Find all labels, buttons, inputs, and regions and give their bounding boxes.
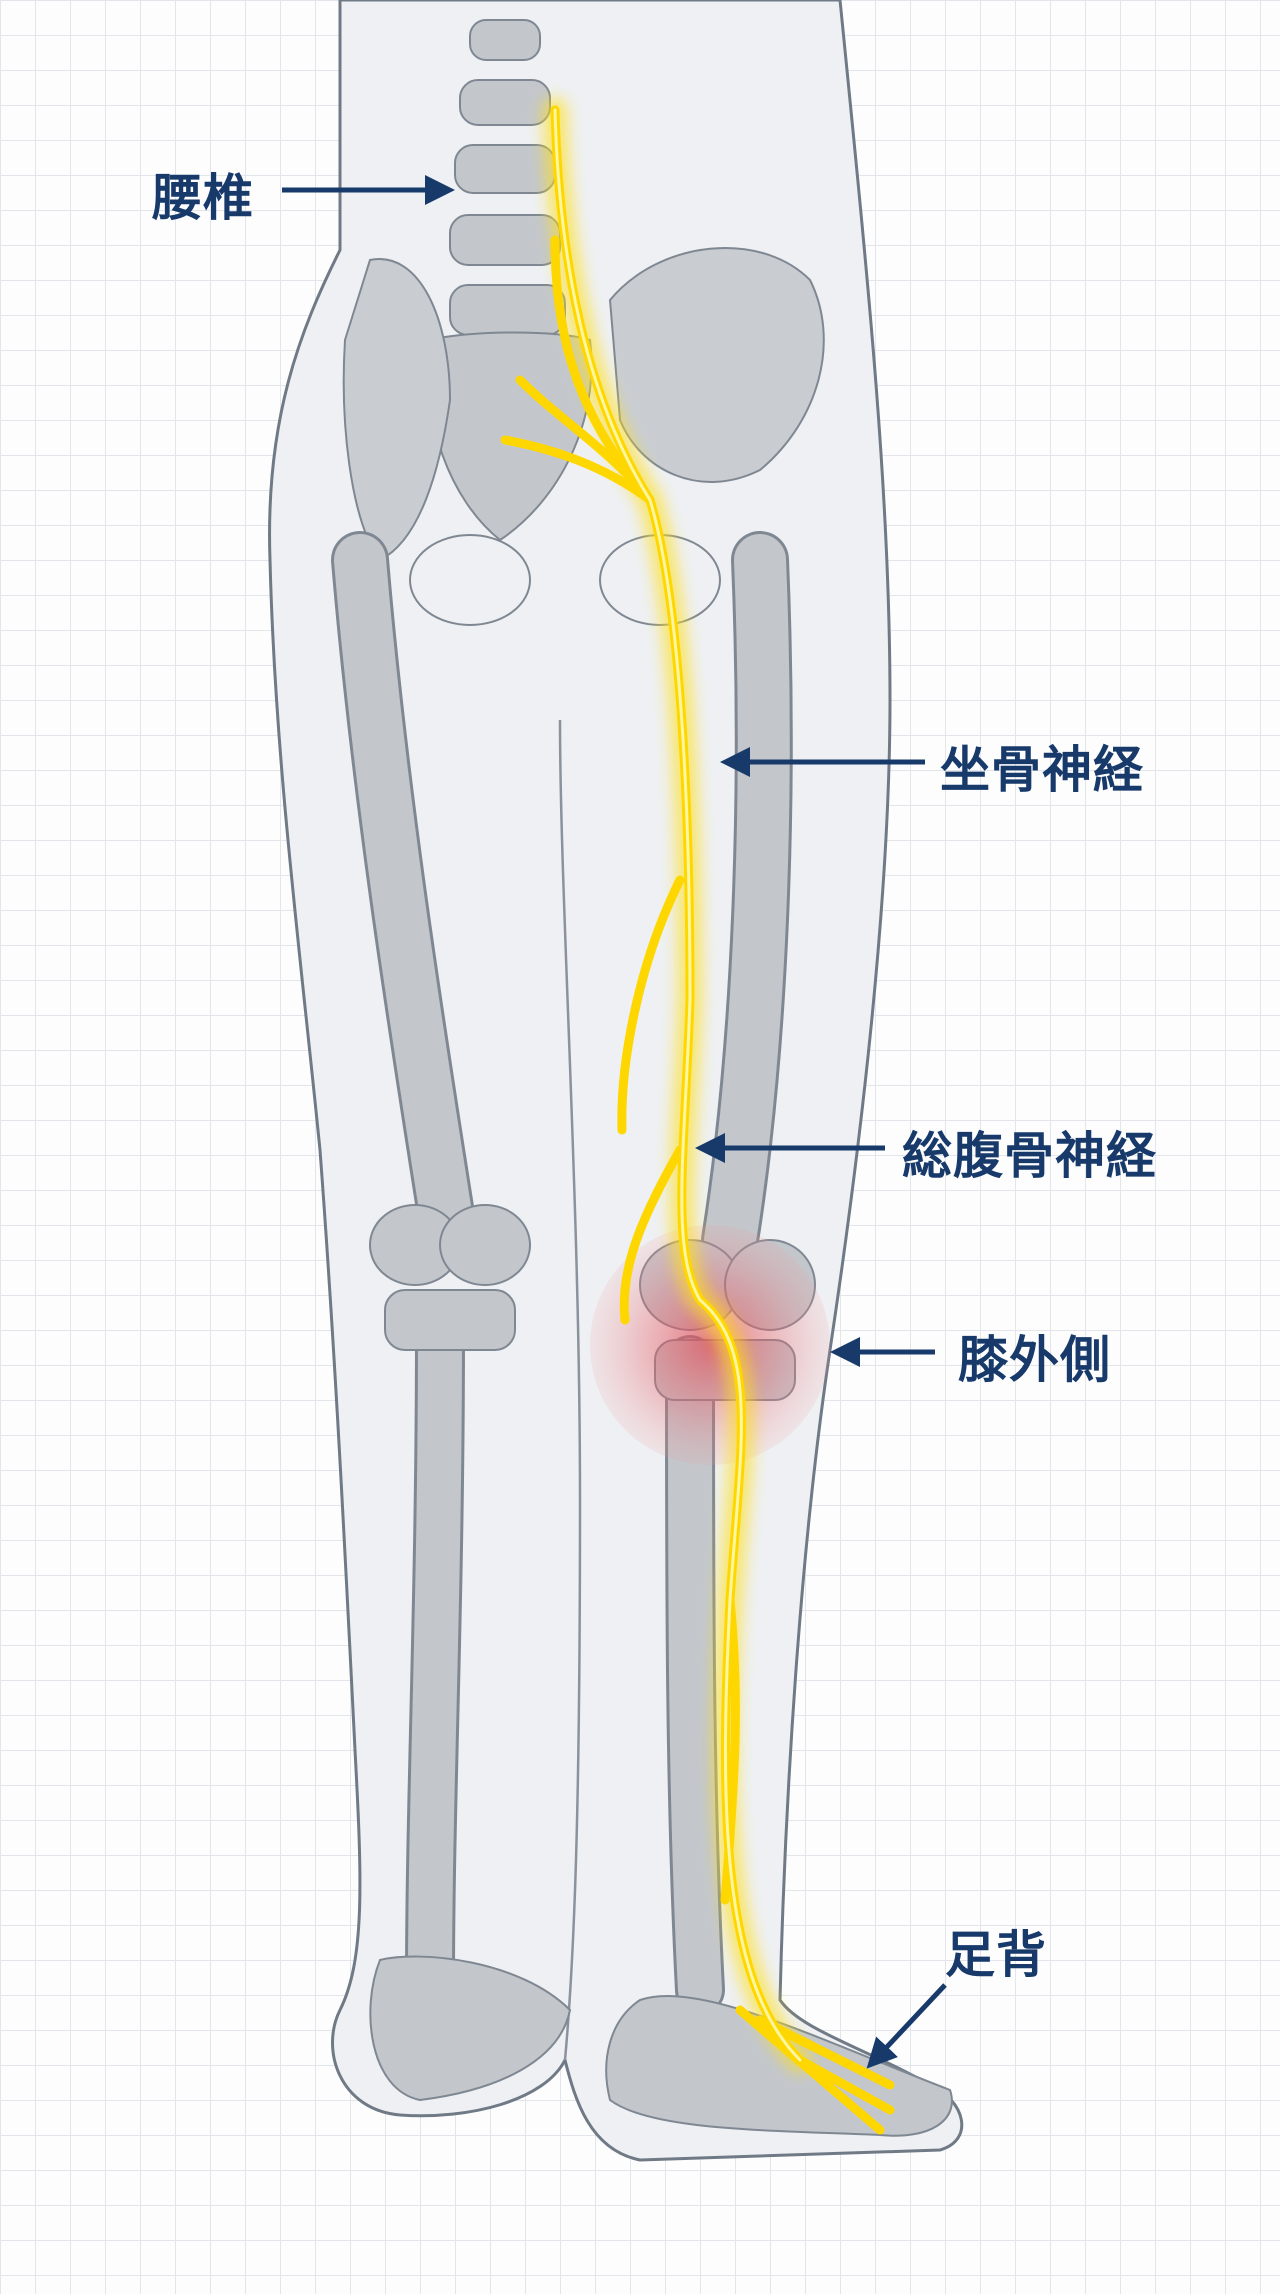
label-lateral-knee: 膝外側: [958, 1331, 1111, 1389]
lumbar-spine: [427, 19, 593, 542]
label-dorsum-foot: 足背: [945, 1926, 1047, 1984]
lateral-knee-pain-area: [590, 1225, 830, 1465]
label-sciatic-nerve: 坐骨神経: [940, 741, 1144, 799]
label-lumbar: 腰椎: [152, 169, 254, 227]
pelvis: [342, 246, 825, 626]
label-common-nerve: 総腹骨神経: [902, 1127, 1157, 1185]
sciatic-nerve-path: [500, 97, 895, 2135]
dorsum-arrow: [866, 1983, 947, 2069]
